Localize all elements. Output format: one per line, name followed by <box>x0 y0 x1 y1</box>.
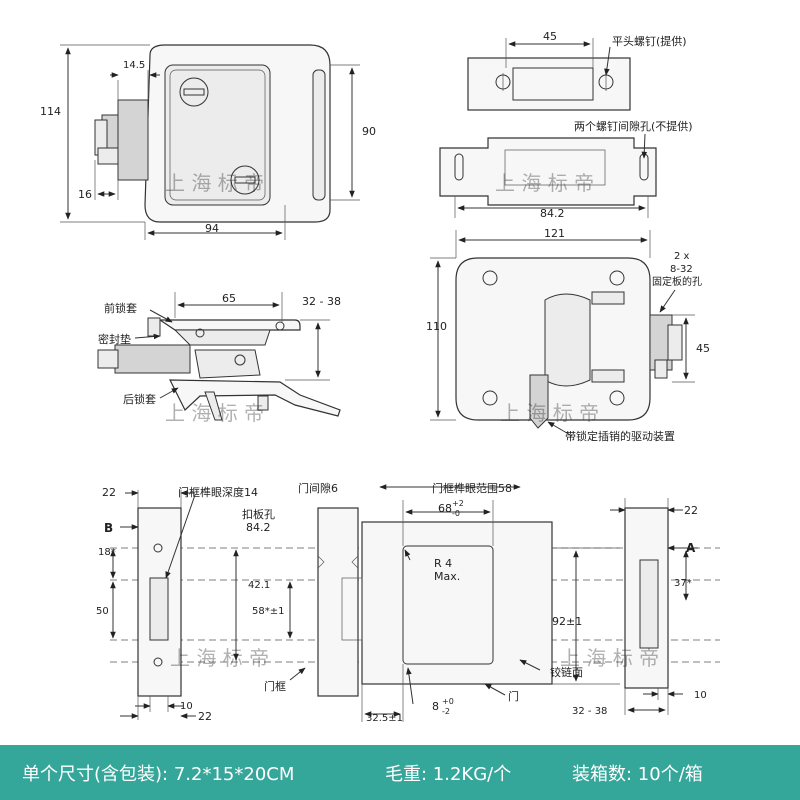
watermark-text-3: 上 海 标 帝 <box>165 401 264 425</box>
dim-94: 94 <box>205 222 219 235</box>
mount-holes-line2: 8-32 <box>670 264 693 275</box>
r4-label-line1: R 4 <box>434 557 452 570</box>
dim-65: 65 <box>222 292 236 305</box>
dim-16: 16 <box>78 188 92 201</box>
dim-32-5: 32.5±1 <box>366 713 403 724</box>
bottom-dim-18: 18* <box>98 547 116 558</box>
r4-label-line2: Max. <box>434 570 460 583</box>
dim-84-2-strike: 84.2 <box>540 207 565 220</box>
hinge-side-label: 铰链面 <box>550 665 583 679</box>
front-cover-label: 前锁套 <box>104 301 137 315</box>
dim-45-rear: 45 <box>696 342 710 355</box>
frame-depth-label: 门框榫眼深度14 <box>178 485 258 499</box>
door-label: 门 <box>508 689 519 703</box>
strike-plate-views: 45 平头螺钉(提供) 两个螺钉间隙孔(不提供) 84.2 <box>439 30 693 220</box>
dim-68: 68 <box>438 502 452 515</box>
flat-screw-label: 平头螺钉(提供) <box>612 34 687 48</box>
technical-drawing: 14.5 114 90 16 94 45 平头螺钉(提供) 两个螺钉间隙孔(不提… <box>40 30 720 724</box>
dim-90: 90 <box>362 125 376 138</box>
watermark-text-1: 上 海 标 帝 <box>165 171 264 195</box>
dim-45-strike: 45 <box>543 30 557 43</box>
b-marker: B <box>104 521 113 535</box>
watermark-text-2: 上 海 标 帝 <box>495 171 594 195</box>
door-gap-label: 门间隙6 <box>298 481 338 495</box>
watermark: 上 海 标 帝 上 海 标 帝 上 海 标 帝 上 海 标 帝 上 海 标 帝 … <box>165 171 659 670</box>
mount-holes-line1: 2 x <box>674 251 690 262</box>
watermark-text-4: 上 海 标 帝 <box>500 401 599 425</box>
watermark-text-6: 上 海 标 帝 <box>560 646 659 670</box>
dim-8: 8 <box>432 700 439 713</box>
bottom-dim-22-bottom: 22 <box>198 710 212 723</box>
dim-14-5: 14.5 <box>123 60 145 71</box>
rear-cover-label: 后锁套 <box>123 392 156 406</box>
dim-32-38-side: 32 - 38 <box>302 295 341 308</box>
right-dim-22: 22 <box>684 504 698 517</box>
dim-68-tol-minus: -0 <box>452 509 460 518</box>
bottom-dim-42-1: 42.1 <box>248 580 270 591</box>
dim-68-tol-plus: +2 <box>452 499 464 508</box>
bottom-dim-10-left: 10 <box>180 701 193 712</box>
front-view-lock: 14.5 114 90 16 94 <box>40 44 376 240</box>
dim-92: 92±1 <box>552 615 582 628</box>
installation-drawing: 22 门框榫眼深度14 扣板孔 84.2 B 18* 42.1 50 58*±1… <box>96 481 720 724</box>
hole-gap-label: 两个螺钉间隙孔(不提供) <box>574 119 693 133</box>
bottom-dim-58: 58*±1 <box>252 606 284 617</box>
side-view-lock: 65 32 - 38 前锁套 密封垫 后锁套 <box>97 292 341 421</box>
footer-weight: 毛重: 1.2KG/个 <box>385 763 512 785</box>
mount-holes-line3: 固定板的孔 <box>652 275 702 288</box>
footer-size: 单个尺寸(含包装): 7.2*15*20CM <box>22 763 295 785</box>
dim-8-tol-minus: -2 <box>442 707 450 716</box>
footer-bar: 单个尺寸(含包装): 7.2*15*20CM 毛重: 1.2KG/个 装箱数: … <box>0 745 800 800</box>
watermark-text-5: 上 海 标 帝 <box>170 646 269 670</box>
right-dim-32-38: 32 - 38 <box>572 706 607 717</box>
dim-114: 114 <box>40 105 61 118</box>
rear-view-lock: 121 110 45 2 x 8-32 固定板的孔 带锁定插销的驱动装置 <box>426 227 710 443</box>
door-frame-label: 门框 <box>264 679 286 693</box>
right-dim-10: 10 <box>694 690 707 701</box>
bottom-dim-22-top: 22 <box>102 486 116 499</box>
dim-121: 121 <box>544 227 565 240</box>
mortise-range-label: 门框榫眼范围58 <box>432 481 512 495</box>
bottom-dim-84-2: 84.2 <box>246 521 271 534</box>
a-marker: A <box>686 541 696 555</box>
right-dim-37: 37* <box>674 578 692 589</box>
drive-label: 带锁定插销的驱动装置 <box>565 429 675 443</box>
dim-8-tol-plus: +0 <box>442 697 454 706</box>
dim-110: 110 <box>426 320 447 333</box>
seal-label: 密封垫 <box>98 332 131 346</box>
footer-pack: 装箱数: 10个/箱 <box>572 763 703 785</box>
strike-hole-label: 扣板孔 <box>242 507 275 521</box>
bottom-dim-50: 50 <box>96 606 109 617</box>
